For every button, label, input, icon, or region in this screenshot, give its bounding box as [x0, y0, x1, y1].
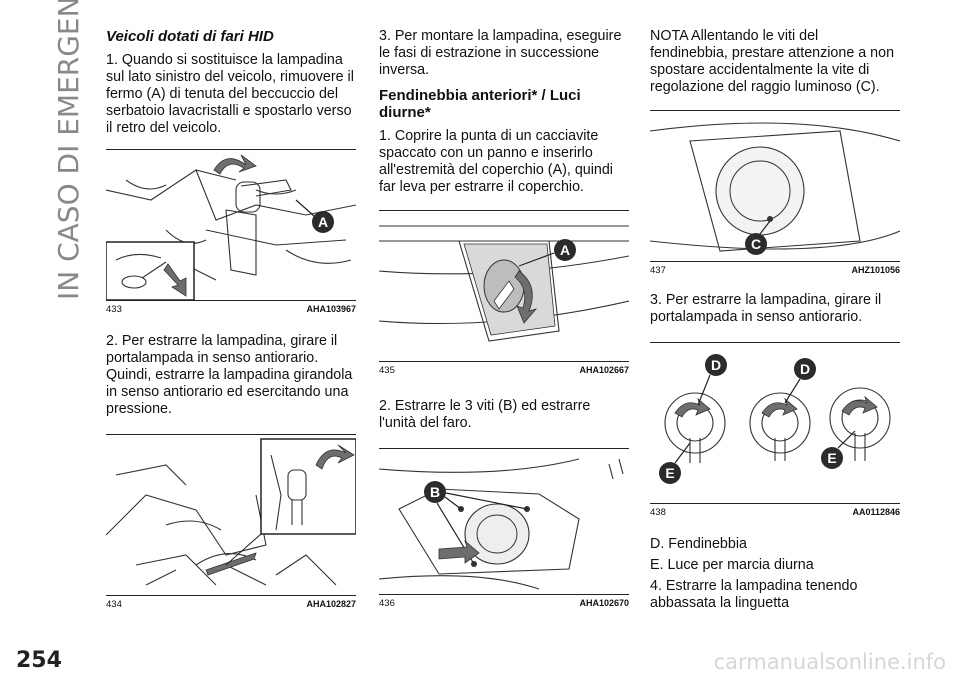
figure-437: C 437 AHZ101056 — [650, 110, 900, 276]
figure-438: D D E E 438 AA0112846 — [650, 342, 900, 518]
callout-label-a: A — [560, 242, 570, 258]
figure-433: A 433 AHA103967 — [106, 149, 356, 315]
page-number: 254 — [16, 648, 62, 673]
step-paragraph: 2. Per estrarre la lampadina, girare il … — [106, 333, 353, 417]
callout-label-e: E — [665, 465, 674, 481]
figure-number: 436 — [379, 598, 395, 609]
figure-code: AHA102667 — [579, 365, 629, 375]
figure-number: 435 — [379, 365, 395, 376]
section-title: IN CASO DI EMERGENZA — [52, 0, 85, 300]
callout-label-d: D — [711, 357, 721, 373]
callout-badge-d — [705, 354, 727, 376]
callout-badge-c — [745, 233, 767, 255]
callout-badge-d — [794, 358, 816, 380]
callout-badge-a — [312, 211, 334, 233]
figure-code: AHA102827 — [306, 599, 356, 609]
column-3: NOTA Allentando le viti del fendinebbia,… — [650, 28, 900, 612]
callout-badge-e — [821, 447, 843, 469]
step-paragraph: 3. Per montare la lampadina, eseguire le… — [379, 28, 622, 78]
section-heading-hid: Veicoli dotati di fari HID — [106, 28, 274, 45]
legend-item-e: E. Luce per marcia diurna — [650, 557, 814, 573]
callout-badge-b — [424, 481, 446, 503]
figure-code: AA0112846 — [852, 507, 900, 517]
figure-434: 434 AHA102827 — [106, 434, 356, 610]
step-paragraph: 1. Coprire la punta di un cacciavite spa… — [379, 128, 613, 195]
section-tab: IN CASO DI EMERGENZA — [52, 0, 88, 300]
callout-label-e: E — [827, 450, 836, 466]
figure-number: 434 — [106, 599, 122, 610]
section-heading-fog: Fendinebbia anteriori* / Luci diurne* — [379, 87, 581, 121]
column-1: Veicoli dotati di fari HID 1. Quando si … — [106, 28, 356, 610]
step-paragraph: 2. Estrarre le 3 viti (B) ed estrarre l'… — [379, 398, 591, 431]
figure-number: 437 — [650, 265, 666, 276]
step-paragraph: 4. Estrarre la lampadina tenendo abbassa… — [650, 578, 858, 611]
callout-badge-a — [554, 239, 576, 261]
illustration-437: C — [650, 122, 900, 255]
callout-label-a: A — [318, 214, 328, 230]
figure-number: 433 — [106, 304, 122, 315]
figure-code: AHZ101056 — [851, 265, 900, 275]
step-paragraph: 1. Quando si sostituisce la lampadina su… — [106, 52, 354, 136]
figure-number: 438 — [650, 507, 666, 518]
illustration-438: D D E E — [659, 354, 891, 484]
callout-badge-e — [659, 462, 681, 484]
watermark: carmanualsonline.info — [713, 650, 946, 674]
figure-code: AHA103967 — [306, 304, 356, 314]
illustration-436: B — [379, 458, 624, 590]
callout-label-d: D — [800, 361, 810, 377]
callout-label-c: C — [751, 236, 761, 252]
illustration-433: A — [106, 154, 356, 300]
note-paragraph: NOTA Allentando le viti del fendinebbia,… — [650, 28, 895, 95]
illustration-434 — [106, 438, 356, 586]
illustration-435: A — [379, 225, 629, 342]
step-paragraph: 3. Per estrarre la lampadina, girare il … — [650, 292, 882, 325]
callout-label-b: B — [430, 484, 440, 500]
figure-435: A 435 AHA102667 — [379, 210, 629, 376]
column-2: 3. Per montare la lampadina, eseguire le… — [379, 28, 629, 609]
legend-item-d: D. Fendinebbia — [650, 536, 747, 552]
figure-436: B 436 AHA102670 — [379, 448, 629, 609]
figure-code: AHA102670 — [579, 598, 629, 608]
